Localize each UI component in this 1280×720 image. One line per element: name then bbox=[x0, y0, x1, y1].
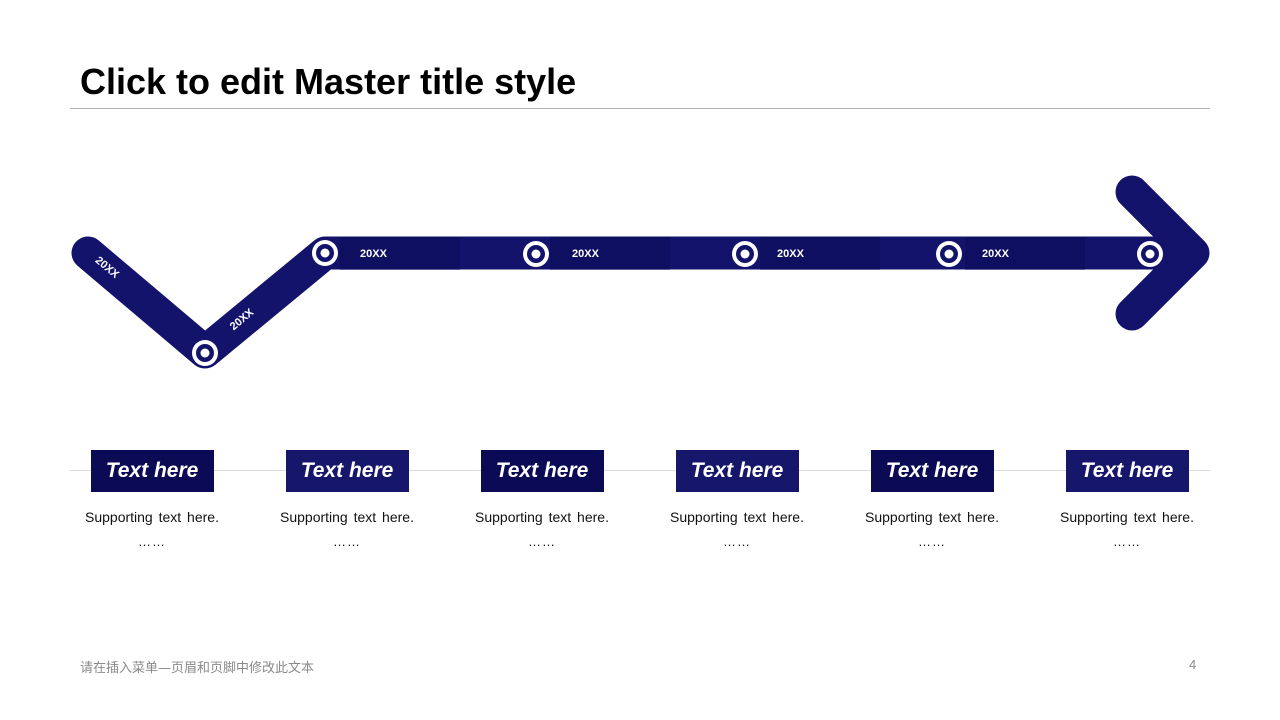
card-heading[interactable]: Text here bbox=[675, 450, 799, 492]
card-supporting-text[interactable]: Supporting text here. bbox=[1060, 509, 1194, 525]
card-heading[interactable]: Text here bbox=[285, 450, 409, 492]
target-ring-icon bbox=[523, 241, 549, 267]
card-supporting-text[interactable]: Supporting text here. bbox=[85, 509, 219, 525]
card-heading[interactable]: Text here bbox=[870, 450, 994, 492]
card-supporting-text[interactable]: Supporting text here. bbox=[670, 509, 804, 525]
milestone-card: Text here Supporting text here. …… bbox=[262, 450, 432, 550]
target-ring-icon bbox=[732, 241, 758, 267]
card-supporting-text[interactable]: Supporting text here. bbox=[475, 509, 609, 525]
page-number: 4 bbox=[1189, 657, 1197, 672]
segment-label: 20XX bbox=[360, 248, 388, 260]
milestone-card: Text here Supporting text here. …… bbox=[847, 450, 1017, 550]
arrowhead-icon bbox=[1115, 175, 1210, 331]
card-ellipsis: …… bbox=[333, 534, 361, 549]
target-ring-icon bbox=[312, 240, 338, 266]
card-ellipsis: …… bbox=[1113, 534, 1141, 549]
card-heading[interactable]: Text here bbox=[480, 450, 604, 492]
milestone-card: Text here Supporting text here. …… bbox=[67, 450, 237, 550]
milestone-card: Text here Supporting text here. …… bbox=[652, 450, 822, 550]
card-supporting-text[interactable]: Supporting text here. bbox=[280, 509, 414, 525]
milestone-card: Text here Supporting text here. …… bbox=[457, 450, 627, 550]
card-heading[interactable]: Text here bbox=[90, 450, 214, 492]
segment-label: 20XX bbox=[982, 248, 1010, 260]
card-ellipsis: …… bbox=[723, 534, 751, 549]
cards-divider bbox=[70, 470, 1210, 471]
card-ellipsis: …… bbox=[138, 534, 166, 549]
footer-text[interactable]: 请在插入菜单—页眉和页脚中修改此文本 bbox=[80, 661, 315, 676]
card-heading[interactable]: Text here bbox=[1065, 450, 1189, 492]
segment-shades bbox=[340, 237, 1085, 270]
milestone-card: Text here Supporting text here. …… bbox=[1042, 450, 1212, 550]
target-ring-icon bbox=[192, 340, 218, 366]
card-supporting-text[interactable]: Supporting text here. bbox=[865, 509, 999, 525]
segment-label: 20XX bbox=[572, 248, 600, 260]
card-ellipsis: …… bbox=[528, 534, 556, 549]
timeline-path bbox=[71, 236, 1209, 369]
segment-label: 20XX bbox=[777, 248, 805, 260]
slide-title[interactable]: Click to edit Master title style bbox=[80, 61, 577, 102]
target-ring-icon bbox=[936, 241, 962, 267]
card-ellipsis: …… bbox=[918, 534, 946, 549]
title-divider bbox=[70, 108, 1210, 109]
target-ring-icon bbox=[1137, 241, 1163, 267]
